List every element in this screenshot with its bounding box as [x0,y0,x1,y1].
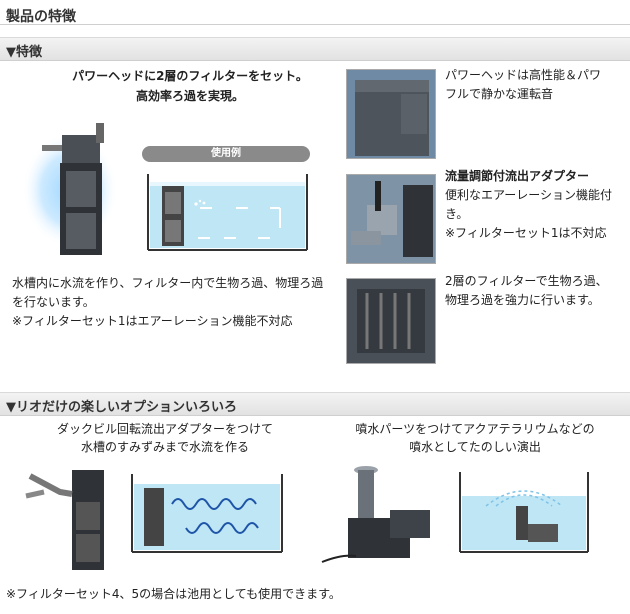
caption-line: 水槽のすみずみまで水流を作る [80,440,249,454]
feature-image-powerhead [346,69,436,159]
fountain-product-image [320,462,440,574]
feature-line: パワーヘッドは高性能＆パワ [445,68,602,82]
feature-text-powerhead: パワーヘッドは高性能＆パワ フルで静かな運転音 [445,66,625,104]
description-line: 水槽内に水流を作り、フィルター内で生物ろ過、物理ろ過 [12,276,324,290]
section-options-title: ▼リオだけの楽しいオプションいろいろ [6,400,237,415]
feature-line: 2層のフィルターで生物ろ過、 [445,274,608,288]
caption-line: ダックビル回転流出アダプターをつけて [56,422,273,436]
headline-line1: パワーヘッドに2層のフィルターをセット。 [72,69,308,83]
feature-image-adapter [346,174,436,264]
feature-line: 物理ろ過を強力に行います。 [445,293,600,307]
feature-text-adapter: 流量調節付流出アダプター 便利なエアーレーション機能付 き。 ※フィルターセット… [445,167,625,243]
section-features-title: ▼特徴 [6,45,42,60]
duckbill-product-image [20,462,120,574]
tank-diagram [140,168,310,254]
option-fountain-caption: 噴水パーツをつけてアクアテラリウムなどの 噴水としてたのしい演出 [330,420,620,456]
caption-line: 噴水としてたのしい演出 [409,440,541,454]
product-image [20,115,130,265]
feature-line: ※フィルターセット1は不対応 [445,226,607,240]
section-options-header: ▼リオだけの楽しいオプションいろいろ [0,392,630,416]
feature-line: き。 [445,207,469,221]
feature-image-filter [346,278,436,364]
headline-line2: 高効率ろ過を実現。 [135,89,244,103]
duckbill-tank-diagram [128,468,286,556]
description-line: ※フィルターセット1はエアーレーション機能不対応 [12,314,293,328]
feature-line: フルで静かな運転音 [445,87,554,101]
footnote: ※フィルターセット4、5の場合は池用としても使用できます。 [6,587,341,601]
feature-text-filter: 2層のフィルターで生物ろ過、 物理ろ過を強力に行います。 [445,272,625,310]
section-features-header: ▼特徴 [0,37,630,61]
caption-line: 噴水パーツをつけてアクアテラリウムなどの [355,422,595,436]
description-line: を行ないます。 [12,295,95,309]
feature-title: 流量調節付流出アダプター [445,169,590,183]
option-duckbill-caption: ダックビル回転流出アダプターをつけて 水槽のすみずみまで水流を作る [20,420,310,456]
fountain-tank-diagram [456,466,592,556]
usage-example-label: 使用例 [142,146,310,162]
feature-line: 便利なエアーレーション機能付 [445,188,613,202]
features-description: 水槽内に水流を作り、フィルター内で生物ろ過、物理ろ過 を行ないます。 ※フィルタ… [12,274,337,331]
title-divider [0,24,630,25]
page-title: 製品の特徴 [6,9,76,25]
